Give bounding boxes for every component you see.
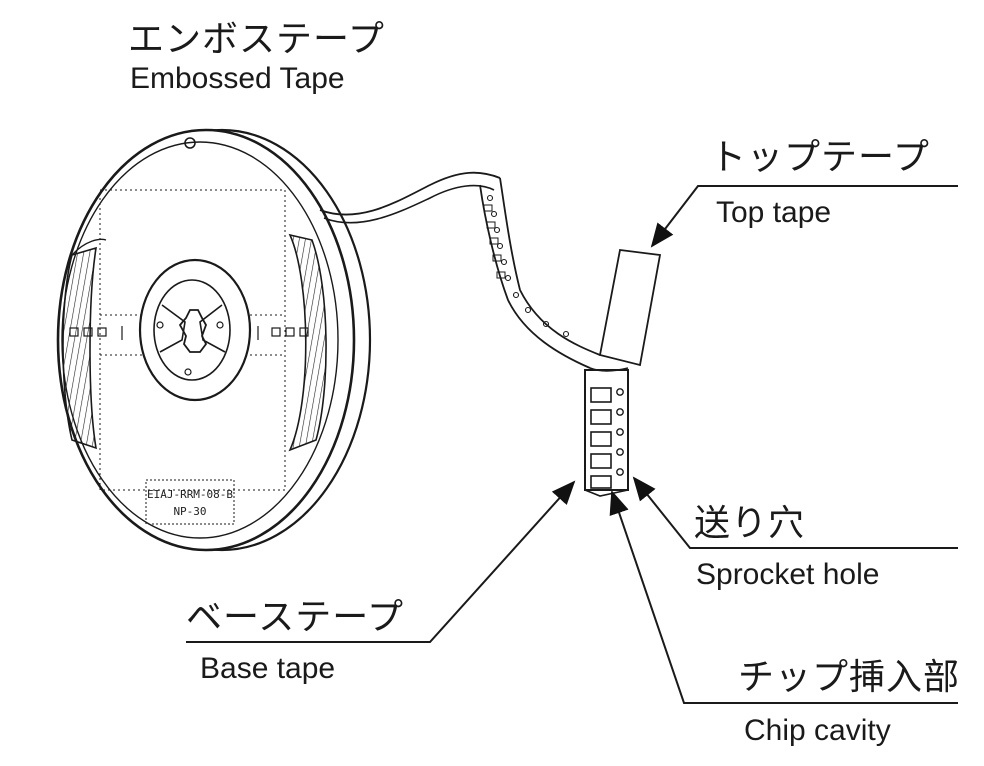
leader-base-tape [186, 480, 576, 643]
top-tape-peeled [598, 249, 662, 367]
tape-bottom-edge [323, 184, 495, 224]
label-sprocket-hole-jp: 送り穴 [694, 503, 806, 544]
reel-hub [138, 258, 252, 402]
tape-top-edge [319, 171, 501, 216]
reel-stamp-line2: NP-30 [173, 505, 206, 518]
reel-window-right [288, 233, 327, 452]
reel-hub-key [178, 309, 208, 353]
tape-strip [319, 171, 662, 497]
reel-stamp-frame [145, 479, 235, 525]
label-base-tape-en: Base tape [200, 652, 336, 685]
reel-top-hole [184, 137, 196, 149]
label-base-tape-jp: ベーステープ [186, 597, 405, 638]
reel: EIAJ-RRM-08-B NP-30 [56, 128, 372, 552]
sprocket-holes [616, 388, 624, 476]
leader-top-tape [650, 185, 958, 248]
leader-sprocket-hole [632, 476, 958, 549]
title-jp: エンボステープ [128, 19, 385, 60]
label-sprocket-hole-en: Sprocket hole [696, 558, 880, 591]
reel-window-left [62, 246, 98, 450]
reel-hub-inner [153, 279, 231, 381]
title-en: Embossed Tape [130, 62, 345, 95]
chip-pockets [590, 387, 612, 489]
label-chip-cavity-en: Chip cavity [744, 714, 891, 747]
reel-side-marks [69, 326, 309, 340]
label-chip-cavity-jp: チップ挿入部 [738, 657, 961, 698]
label-top-tape-jp: トップテープ [710, 137, 930, 178]
label-top-tape-en: Top tape [716, 196, 832, 229]
reel-inner-rim [61, 141, 339, 539]
callout-lines [186, 185, 958, 704]
leader-chip-cavity [609, 490, 958, 704]
reel-stamp-line1: EIAJ-RRM-08-B [147, 488, 233, 501]
tape-twist-pockets [483, 204, 506, 279]
tape-twist-holes [486, 194, 570, 338]
reel-dotted-frame [99, 189, 286, 491]
